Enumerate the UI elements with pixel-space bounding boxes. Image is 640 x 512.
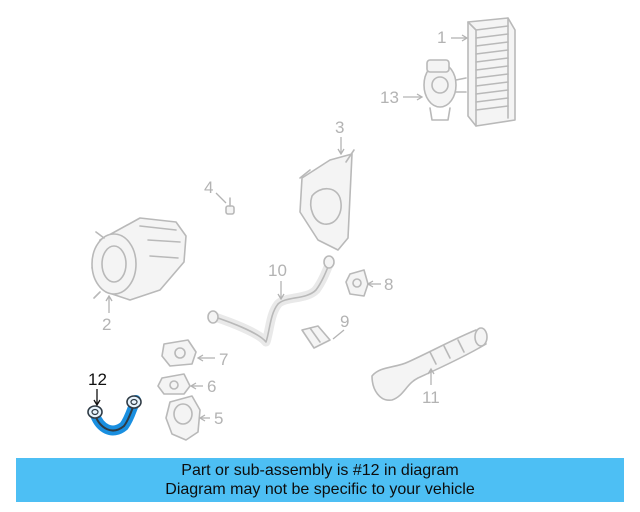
- part-6-gasket: [157, 373, 191, 395]
- leader-1-arrow: [461, 34, 469, 42]
- leader-6-arrow: [189, 382, 197, 390]
- leader-8-arrow: [366, 280, 374, 288]
- callout-8: 8: [384, 275, 393, 294]
- callout-10: 10: [268, 261, 287, 280]
- callout-1: 1: [437, 28, 446, 47]
- callout-9: 9: [340, 312, 349, 331]
- leader-11-arrow: [427, 367, 435, 375]
- leader-3-arrow: [337, 148, 345, 156]
- callout-11: 11: [422, 388, 440, 407]
- part-9-sensor: [301, 325, 331, 349]
- callout-13: 13: [380, 88, 399, 107]
- callout-2: 2: [102, 315, 111, 334]
- leader-13-arrow: [416, 93, 424, 101]
- part-4-bolt: [225, 197, 235, 215]
- part-13-valve: [423, 59, 467, 121]
- part-12-pipe-highlighted: [87, 395, 142, 436]
- leader-7-arrow: [196, 354, 204, 362]
- part-3-bracket: [299, 149, 355, 251]
- callout-5: 5: [214, 409, 223, 428]
- parts-diagram: 1 13 3 4 2 10: [87, 17, 516, 441]
- part-11-duct: [371, 327, 488, 401]
- leader-2-arrow: [105, 294, 113, 302]
- banner-line-2: Diagram may not be specific to your vehi…: [165, 481, 475, 498]
- leader-9: [332, 329, 345, 340]
- callout-4: 4: [204, 178, 213, 197]
- part-8-gasket: [345, 269, 369, 297]
- callout-7: 7: [219, 350, 228, 369]
- leader-4: [215, 192, 227, 204]
- part-10-hose: [207, 255, 335, 347]
- callout-3: 3: [335, 118, 344, 137]
- part-7-flange: [161, 339, 197, 367]
- part-5-valve: [165, 395, 201, 441]
- leader-12-arrow: [93, 399, 101, 407]
- banner-line-1: Part or sub-assembly is #12 in diagram: [181, 462, 459, 479]
- leader-10-arrow: [277, 293, 285, 301]
- part-2-air-pump: [91, 217, 187, 301]
- part-1-cooler: [467, 17, 516, 127]
- leader-5-arrow: [198, 414, 206, 422]
- info-banner: Part or sub-assembly is #12 in diagram D…: [16, 458, 624, 502]
- callout-6: 6: [207, 377, 216, 396]
- callout-12: 12: [88, 370, 107, 389]
